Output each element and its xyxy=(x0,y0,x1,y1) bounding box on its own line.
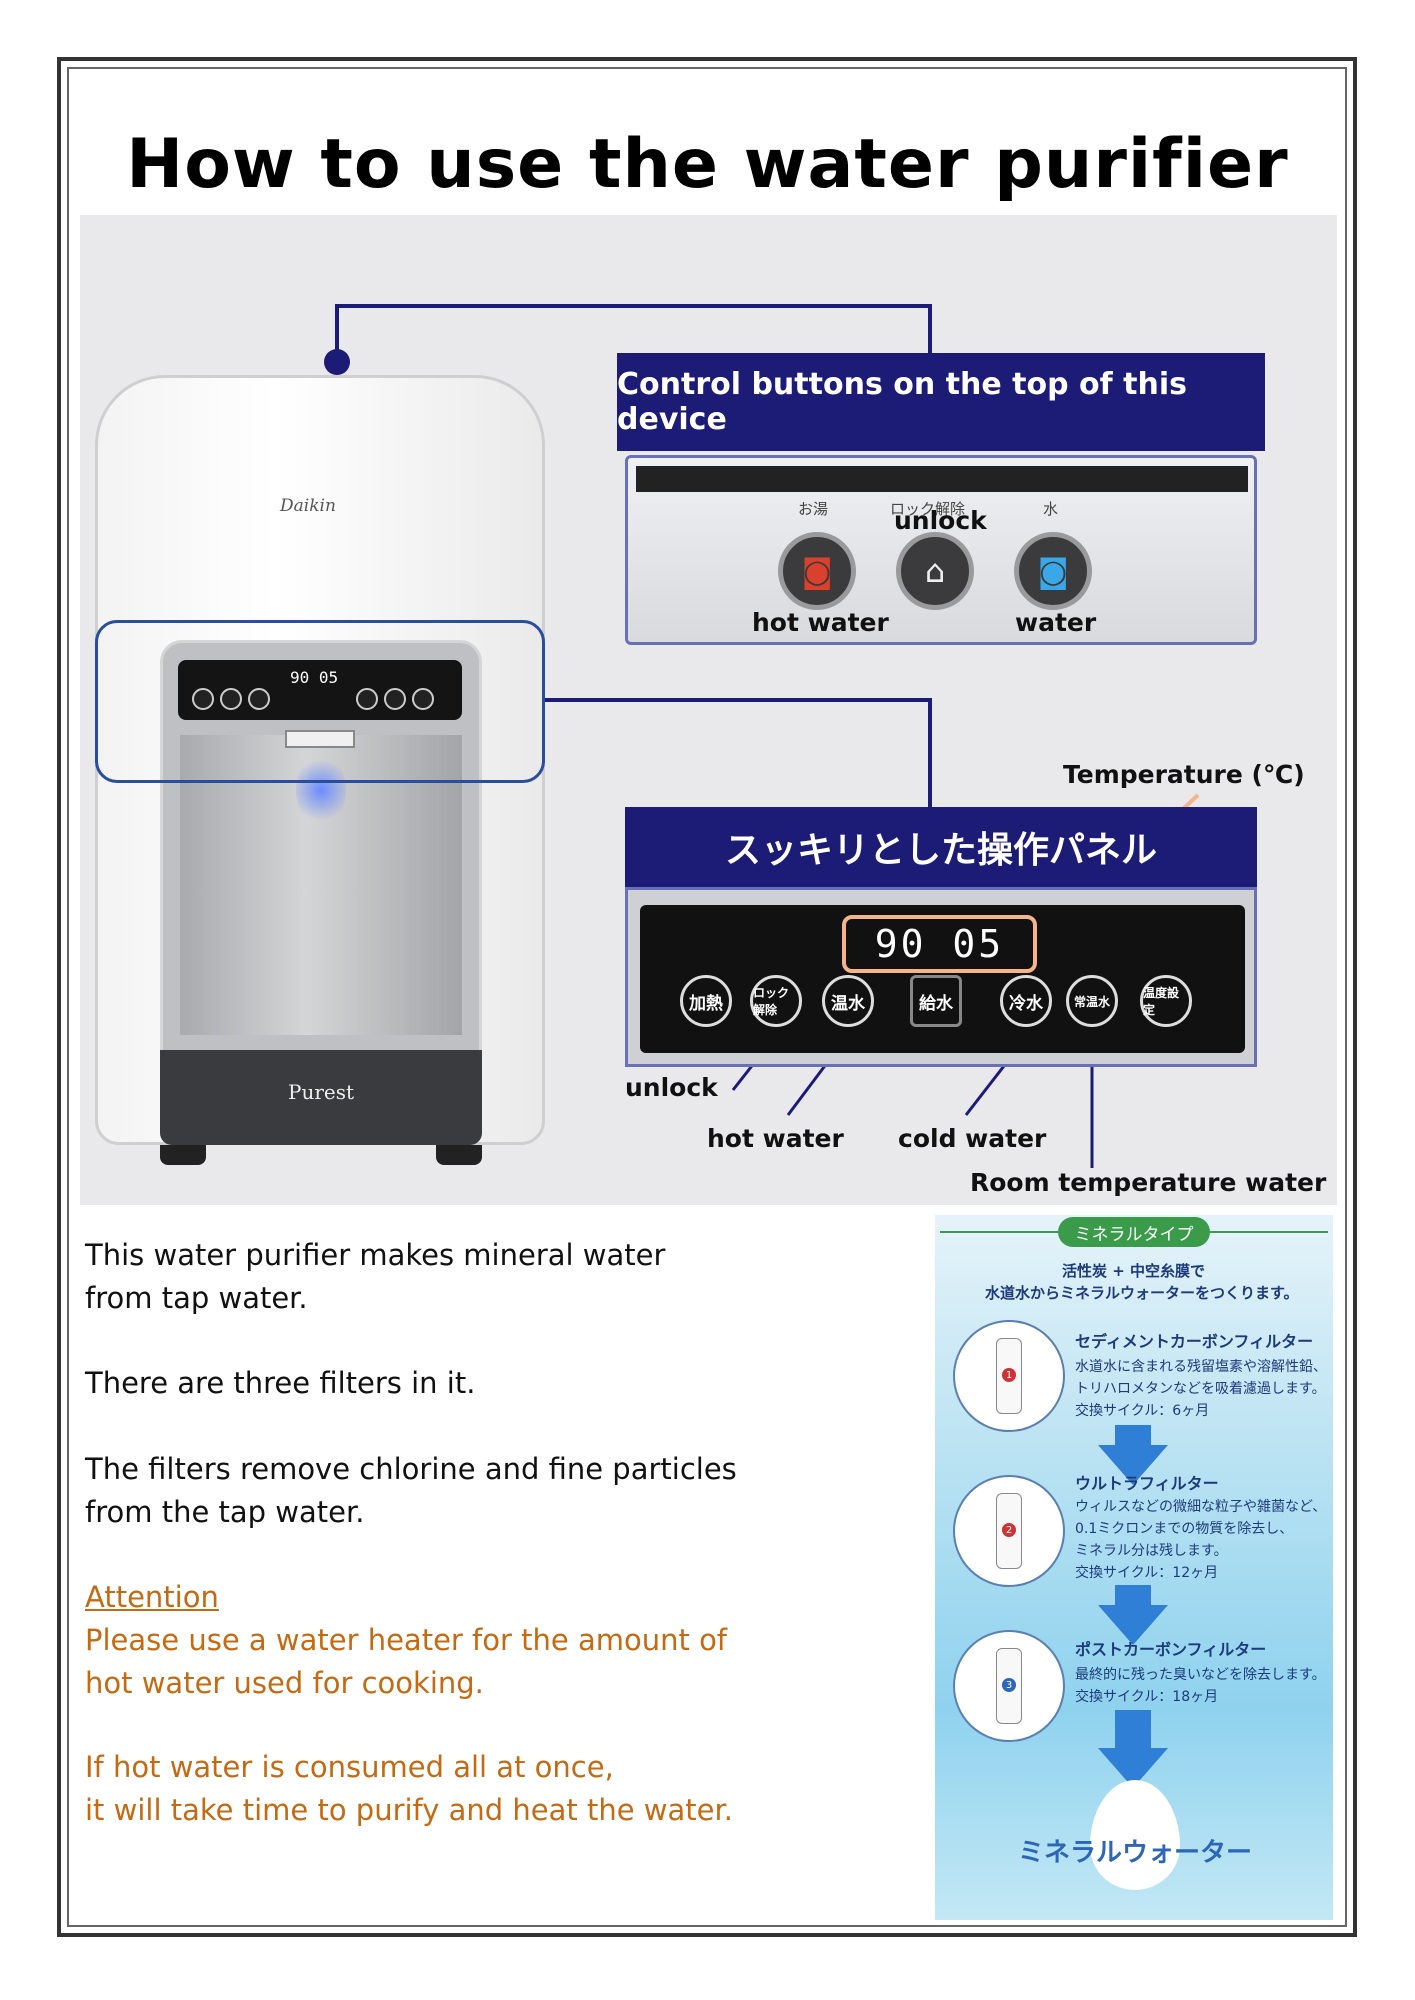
mineral-water-label: ミネラルウォーター xyxy=(1017,1838,1252,1868)
filter-desc: トリハロメタンなどを吸着濾過します。 xyxy=(1075,1381,1326,1397)
text-line: hot water used for cooking. xyxy=(85,1666,484,1700)
text-line: This water purifier makes mineral water xyxy=(85,1238,666,1272)
device-mini-button xyxy=(384,688,406,710)
control-top-strip xyxy=(636,466,1248,492)
device-logo: Daikin xyxy=(280,496,336,516)
heat-button[interactable]: 加熱 xyxy=(680,975,732,1027)
filter-desc: 最終的に残った臭いなどを除去します。 xyxy=(1075,1667,1326,1683)
unlock-label-top: unlock xyxy=(894,506,987,535)
operation-panel-heading: スッキリとした操作パネル xyxy=(625,807,1257,887)
outer-frame xyxy=(57,57,1357,1937)
filter-cycle: 交換サイクル：18ヶ月 xyxy=(1075,1689,1219,1705)
paragraph-removal: The filters remove chlorine and fine par… xyxy=(85,1448,737,1534)
temperature-display: 90 05 xyxy=(842,915,1037,973)
inner-frame xyxy=(67,67,1347,1927)
mineral-type-tag: ミネラルタイプ xyxy=(1058,1217,1210,1247)
flow-arrow-stem xyxy=(1115,1710,1151,1750)
hot-water-label-top: hot water xyxy=(752,608,889,637)
flow-arrow-stem xyxy=(1115,1425,1151,1447)
filter-cycle: 交換サイクル：12ヶ月 xyxy=(1075,1565,1219,1581)
jp-hot-label: お湯 xyxy=(798,500,829,518)
room-temp-label-panel: Room temperature water xyxy=(970,1168,1327,1197)
filter-name: ポストカーボンフィルター xyxy=(1075,1640,1267,1659)
cold-water-button[interactable]: 冷水 xyxy=(1000,975,1052,1027)
nozzle-light xyxy=(296,755,346,825)
device-brand: Purest xyxy=(288,1080,355,1104)
water-label-top: water xyxy=(1015,608,1097,637)
water-drop-icon xyxy=(1090,1780,1180,1890)
temp-setting-button[interactable]: 温度設定 xyxy=(1140,975,1192,1027)
filter-intro-line: 水道水からミネラルウォーターをつくります。 xyxy=(985,1284,1299,1302)
hot-water-button[interactable]: ◙ xyxy=(778,532,856,610)
control-top-heading: Control buttons on the top of this devic… xyxy=(617,353,1265,451)
device-mini-button xyxy=(220,688,242,710)
filter-name: セディメントカーボンフィルター xyxy=(1075,1332,1314,1351)
device-base xyxy=(160,1050,482,1145)
device-mini-button xyxy=(192,688,214,710)
filter-number-badge: 3 xyxy=(1002,1678,1016,1692)
device-foot xyxy=(436,1145,482,1165)
filter-number-badge: 1 xyxy=(1002,1368,1016,1382)
unlock-button[interactable]: ⌂ xyxy=(896,532,974,610)
control-area-highlight xyxy=(95,620,545,783)
jp-water-label: 水 xyxy=(1043,500,1059,518)
warm-water-button[interactable]: 温水 xyxy=(822,975,874,1027)
device-mini-button xyxy=(412,688,434,710)
supply-button[interactable]: 給水 xyxy=(910,975,962,1027)
paragraph-consumption: If hot water is consumed all at once, it… xyxy=(85,1746,733,1832)
flow-arrow-stem xyxy=(1115,1585,1151,1607)
unlock-label-panel: unlock xyxy=(625,1073,718,1102)
text-line: from tap water. xyxy=(85,1281,308,1315)
room-temp-button[interactable]: 常温水 xyxy=(1066,975,1118,1027)
text-line: The filters remove chlorine and fine par… xyxy=(85,1452,737,1486)
filter-desc: 水道水に含まれる残留塩素や溶解性鉛、 xyxy=(1075,1359,1327,1375)
filter-intro-line: 活性炭 + 中空糸膜で xyxy=(1062,1262,1206,1280)
device-mini-button xyxy=(356,688,378,710)
flow-arrow-down xyxy=(1098,1605,1168,1645)
text-line: If hot water is consumed all at once, xyxy=(85,1750,614,1784)
unlock-icon: ⌂ xyxy=(924,552,946,590)
lock-release-button[interactable]: ロック解除 xyxy=(750,975,802,1027)
attention-title: Attention xyxy=(85,1580,219,1614)
attention-block: Attention Please use a water heater for … xyxy=(85,1576,727,1705)
filter-desc: ウィルスなどの微細な粒子や雑菌など、 xyxy=(1075,1499,1327,1515)
filter-desc: ミネラル分は残します。 xyxy=(1075,1543,1228,1559)
device-display-reading: 90 05 xyxy=(290,668,339,687)
cold-water-label-panel: cold water xyxy=(898,1124,1047,1153)
paragraph-filters: There are three filters in it. xyxy=(85,1366,476,1400)
jp-unlock-label: ロック解除 xyxy=(890,500,966,518)
cold-cup-icon: ◙ xyxy=(1037,552,1069,590)
filter-cycle: 交換サイクル：6ヶ月 xyxy=(1075,1403,1210,1419)
device-foot xyxy=(160,1145,206,1165)
temperature-label: Temperature (℃) xyxy=(1063,760,1305,789)
text-line: Please use a water heater for the amount… xyxy=(85,1623,728,1657)
hot-water-label-panel: hot water xyxy=(707,1124,844,1153)
water-button[interactable]: ◙ xyxy=(1014,532,1092,610)
flow-arrow-down xyxy=(1098,1445,1168,1485)
text-line: it will take time to purify and heat the… xyxy=(85,1793,733,1827)
filter-name: ウルトラフィルター xyxy=(1075,1474,1219,1493)
device-nozzle xyxy=(285,730,355,748)
filter-number-badge: 2 xyxy=(1002,1523,1016,1537)
device-mini-button xyxy=(248,688,270,710)
paragraph-intro: This water purifier makes mineral water … xyxy=(85,1234,665,1320)
filter-desc: 0.1ミクロンまでの物質を除去し、 xyxy=(1075,1521,1294,1537)
page-title: How to use the water purifier xyxy=(126,125,1289,204)
text-line: from the tap water. xyxy=(85,1495,365,1529)
hot-cup-icon: ◙ xyxy=(801,552,833,590)
